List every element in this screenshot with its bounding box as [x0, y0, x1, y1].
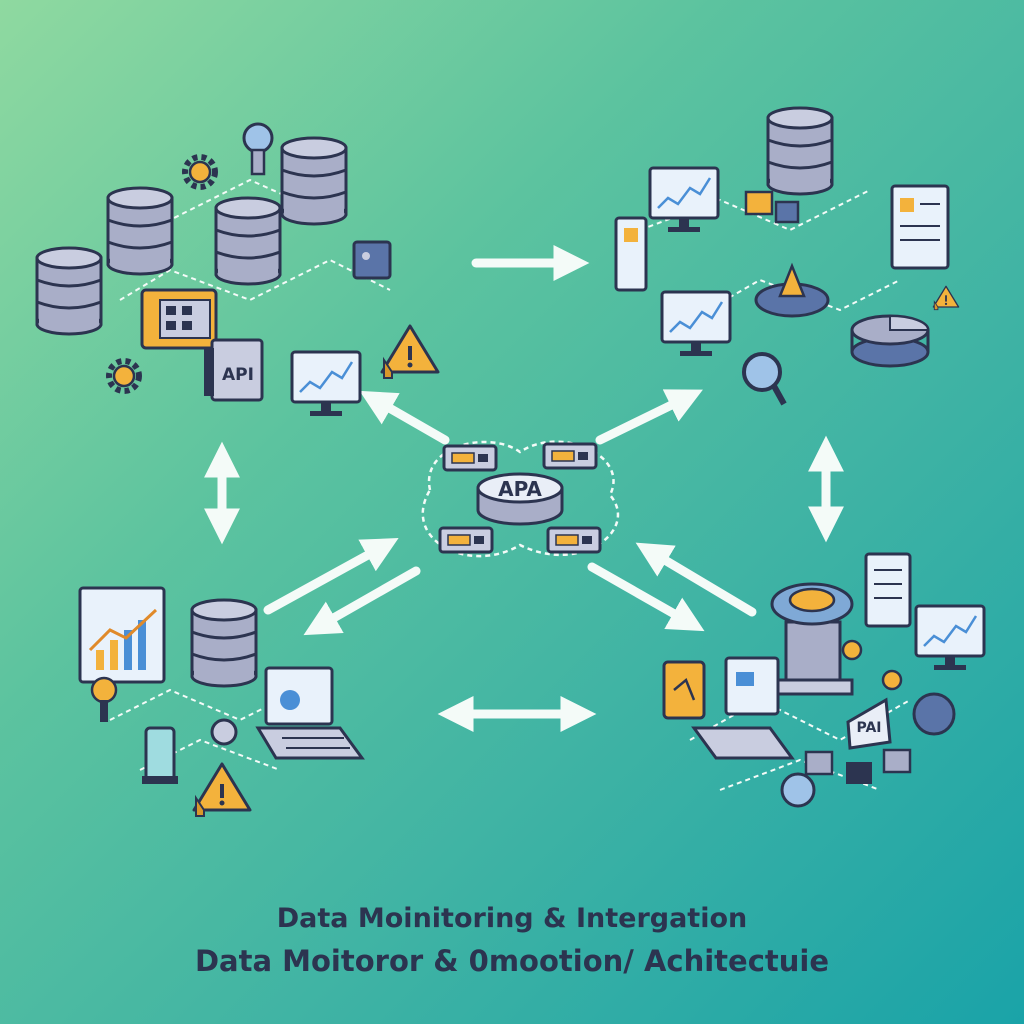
gear-icon: [109, 361, 139, 391]
gear-icon: [185, 157, 215, 187]
hub-card-bottom-right: [546, 526, 602, 554]
warning-icon: [192, 762, 252, 818]
key-icon: [242, 122, 274, 176]
clipboard-icon: [662, 660, 706, 720]
report-monitor-icon: [660, 290, 732, 358]
arrow-hub-to-top-left: [359, 390, 450, 445]
cluster-bottom-right: PAI: [662, 552, 986, 808]
arrow-hub-to-bottom-right: [587, 562, 705, 632]
api-shield-icon: PAI: [846, 697, 892, 750]
cluster-bottom-left: [78, 586, 365, 818]
server-icon: [766, 106, 834, 196]
warning-icon: [932, 285, 960, 311]
coin-icon: [841, 639, 903, 691]
api-label-right: PAI: [856, 720, 881, 736]
document-monitor-icon: [890, 184, 950, 270]
database-icon: [106, 186, 174, 276]
cluster-top-right: [614, 106, 960, 406]
server-panel-icon: [140, 288, 218, 350]
database-icon: [35, 246, 103, 336]
arrow-bottom-left-to-hub: [263, 538, 399, 615]
hub-card-top-left: [442, 444, 498, 472]
tile-icon: [804, 748, 912, 784]
hub-card-bottom-left: [438, 526, 494, 554]
hub-label: APA: [498, 477, 542, 501]
magnifier-icon: [742, 352, 787, 406]
database-icon: [190, 598, 258, 688]
gauge-icon: [210, 718, 238, 746]
warning-icon: [380, 324, 440, 380]
hub-card-top-right: [542, 442, 598, 470]
caption-title: Data Moinitoring & Intergation: [276, 903, 748, 934]
chart-monitor-icon: [290, 350, 362, 418]
connector-arrows: [204, 245, 844, 732]
sensor-icon: [912, 692, 956, 736]
arrow-hub-to-bottom-left: [303, 566, 421, 636]
tablet-icon: [614, 216, 648, 292]
disk-icon: [780, 772, 816, 808]
chart-monitor-icon: [914, 604, 986, 672]
pie-chart-icon: [850, 314, 930, 368]
keyboard-monitor-icon: [691, 656, 795, 760]
desk-lamp-icon: [90, 676, 118, 722]
arrow-bottom-right-to-hub: [635, 542, 757, 617]
chip-icon: [744, 190, 800, 224]
api-label: API: [222, 365, 254, 385]
cone-dial-icon: [754, 262, 830, 318]
api-box-icon: API: [204, 338, 264, 402]
document-screen-icon: [864, 552, 912, 628]
caption-subtitle: Data Moitoror & 0mootion/ Achitectuie: [194, 944, 830, 978]
analytics-monitor-icon: [78, 586, 166, 684]
database-icon: [280, 136, 348, 226]
laptop-icon: [255, 666, 365, 760]
api-hub: APA: [421, 440, 620, 558]
turbine-server-icon: [770, 582, 854, 696]
database-icon: [214, 196, 282, 286]
id-card-icon: [352, 240, 392, 280]
flask-icon: [142, 726, 178, 784]
cluster-top-left: API: [35, 122, 440, 418]
arrow-hub-to-top-right: [595, 389, 703, 445]
